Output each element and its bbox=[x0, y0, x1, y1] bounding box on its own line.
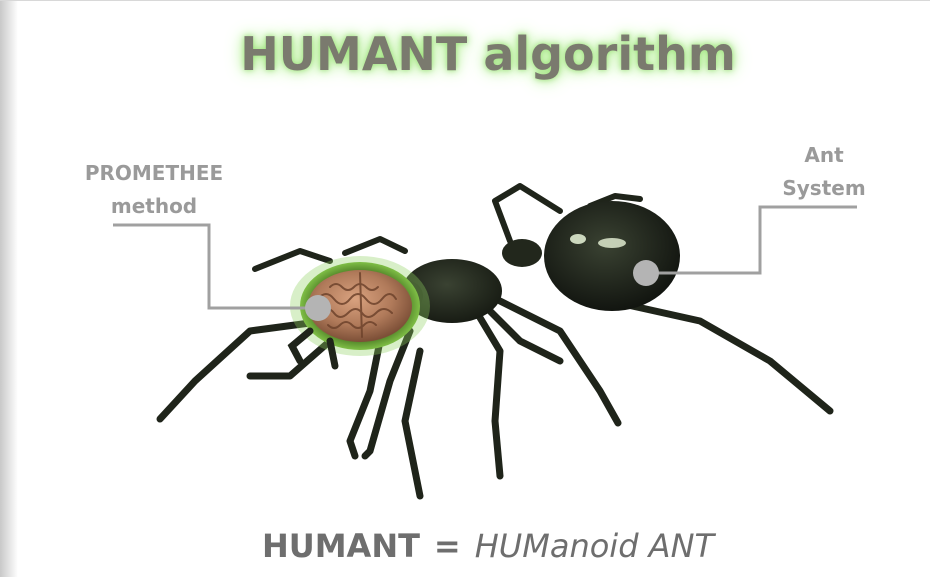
acronym-equals: = bbox=[420, 527, 475, 565]
callout-ant-system-line1: Ant bbox=[770, 139, 878, 172]
acronym-formula: HUMANT=HUManoid ANT bbox=[0, 527, 930, 565]
ant-illustration bbox=[160, 186, 830, 496]
left-callout-dot bbox=[305, 295, 331, 321]
callout-promethee-line2: method bbox=[78, 190, 230, 223]
ant-abdomen bbox=[544, 201, 680, 311]
acronym-abbr: HUMANT bbox=[262, 527, 420, 565]
callout-promethee: PROMETHEE method bbox=[78, 157, 230, 223]
ant-legs bbox=[160, 301, 830, 496]
left-callout-connector bbox=[113, 225, 318, 308]
acronym-expansion: HUManoid ANT bbox=[475, 527, 714, 565]
callout-ant-system-line2: System bbox=[770, 172, 878, 205]
right-callout-dot bbox=[633, 260, 659, 286]
callout-promethee-line1: PROMETHEE bbox=[78, 157, 230, 190]
callout-ant-system: Ant System bbox=[770, 139, 878, 205]
